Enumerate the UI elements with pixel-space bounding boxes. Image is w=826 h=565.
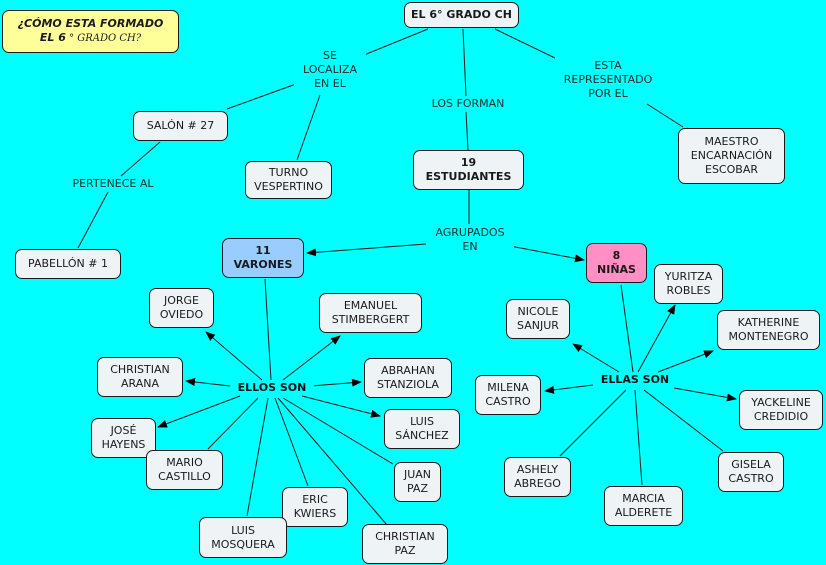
edge-ninas-ellas: [620, 284, 634, 373]
concept-pabellon[interactable]: PABELLÓN # 1: [15, 249, 121, 279]
edge-ellos-luis-mosquera: [246, 397, 269, 517]
edge-ellos-abrahan: [310, 378, 362, 387]
student-christian-arana[interactable]: CHRISTIAN ARANA: [97, 357, 183, 397]
student-marcia-alderete[interactable]: MARCIA ALDERETE: [604, 486, 683, 526]
concept-estudiantes[interactable]: 19 ESTUDIANTES: [413, 150, 524, 190]
concept-ninas[interactable]: 8 NIÑAS: [586, 243, 647, 283]
edge-se-localiza-salon: [226, 83, 297, 110]
edge-root-esta-representado: [494, 28, 556, 59]
student-yuritza-robles[interactable]: YURITZA ROBLES: [654, 264, 723, 304]
student-katherine-montenegro[interactable]: KATHERINE MONTENEGRO: [717, 310, 820, 350]
edge-representado-maestro: [646, 103, 684, 128]
student-gisela-castro[interactable]: GISELA CASTRO: [718, 452, 784, 492]
edge-ellos-christian-arana: [185, 378, 231, 387]
student-eric-kwiers[interactable]: ERIC KWIERS: [282, 487, 348, 527]
edge-ellas-yackeline: [673, 387, 737, 402]
title-line-2: EL 6 ° GRADO CH?: [39, 31, 142, 44]
edge-ellas-katherine: [657, 350, 714, 373]
edge-root-se-localiza: [363, 28, 429, 56]
edge-ellos-jose: [157, 395, 241, 428]
edge-ellas-gisela: [643, 389, 724, 452]
student-milena-castro[interactable]: MILENA CASTRO: [475, 375, 541, 415]
concept-turno-vespertino[interactable]: TURNO VESPERTINO: [245, 161, 332, 199]
student-mario-castillo[interactable]: MARIO CASTILLO: [146, 450, 223, 490]
edge-se-localiza-turno: [296, 94, 321, 161]
link-los-forman: LOS FORMAN: [422, 97, 514, 111]
edge-agrupados-ninas: [509, 245, 585, 263]
student-abrahan-stanziola[interactable]: ABRAHAN STANZIOLA: [364, 358, 452, 398]
student-christian-paz[interactable]: CHRISTIAN PAZ: [362, 524, 448, 564]
edge-ellos-mario: [207, 397, 259, 450]
edge-los-forman-estudiantes: [465, 111, 469, 151]
student-jose-hayens[interactable]: JOSÉ HAYENS: [91, 418, 156, 458]
edge-ellas-ashely: [559, 389, 627, 457]
edge-ellas-marcia: [634, 389, 643, 486]
edge-salon-pertenece: [120, 141, 161, 177]
edge-agrupados-varones: [306, 243, 427, 257]
student-ashely-abrego[interactable]: ASHELY ABREGO: [504, 457, 571, 497]
edge-ellos-christian-paz: [277, 397, 388, 526]
edge-ellas-milena: [544, 384, 594, 394]
student-nicole-sanjur[interactable]: NICOLE SANJUR: [506, 299, 570, 339]
root-concept-el-6-grado-ch[interactable]: EL 6° GRADO CH: [404, 2, 519, 28]
student-jorge-oviedo[interactable]: JORGE OVIEDO: [149, 288, 214, 328]
title-line-1: ¿CÓMO ESTA FORMADO: [17, 17, 164, 30]
edge-ellas-nicole: [572, 343, 620, 373]
link-esta-representado: ESTA REPRESENTADO POR EL: [554, 59, 662, 101]
edge-ellas-yuritza: [637, 304, 676, 373]
concept-maestro[interactable]: MAESTRO ENCARNACIÓN ESCOBAR: [678, 128, 785, 184]
student-juan-paz[interactable]: JUAN PAZ: [394, 462, 441, 502]
student-emanuel-stimbergert[interactable]: EMANUEL STIMBERGERT: [319, 293, 422, 333]
student-luis-mosquera[interactable]: LUIS MOSQUERA: [199, 517, 287, 558]
edge-ellos-jorge: [205, 331, 263, 381]
link-se-localiza: SE LOCALIZA EN EL: [294, 49, 366, 91]
link-agrupados-en: AGRUPADOS EN: [426, 226, 514, 254]
student-luis-sanchez[interactable]: LUIS SÁNCHEZ: [384, 409, 460, 449]
edge-varones-ellos: [264, 278, 272, 381]
edge-root-los-forman: [462, 28, 467, 97]
title-question-box[interactable]: ¿CÓMO ESTA FORMADO EL 6 ° GRADO CH?: [2, 10, 179, 53]
edge-ellos-emanuel: [282, 335, 341, 381]
edge-pertenece-pabellon: [77, 191, 109, 249]
concept-salon[interactable]: SALÓN # 27: [133, 111, 228, 141]
edge-ellos-juan: [282, 397, 394, 465]
concept-varones[interactable]: 11 VARONES: [222, 238, 304, 278]
link-ellos-son: ELLOS SON: [230, 381, 314, 395]
link-ellas-son: ELLAS SON: [593, 373, 677, 387]
edge-ellos-eric: [274, 397, 309, 487]
student-yackeline-credidio[interactable]: YACKELINE CREDIDIO: [739, 390, 823, 430]
edge-ellos-luis-sanchez: [301, 395, 381, 418]
link-pertenece-al: PERTENECE AL: [62, 177, 164, 191]
